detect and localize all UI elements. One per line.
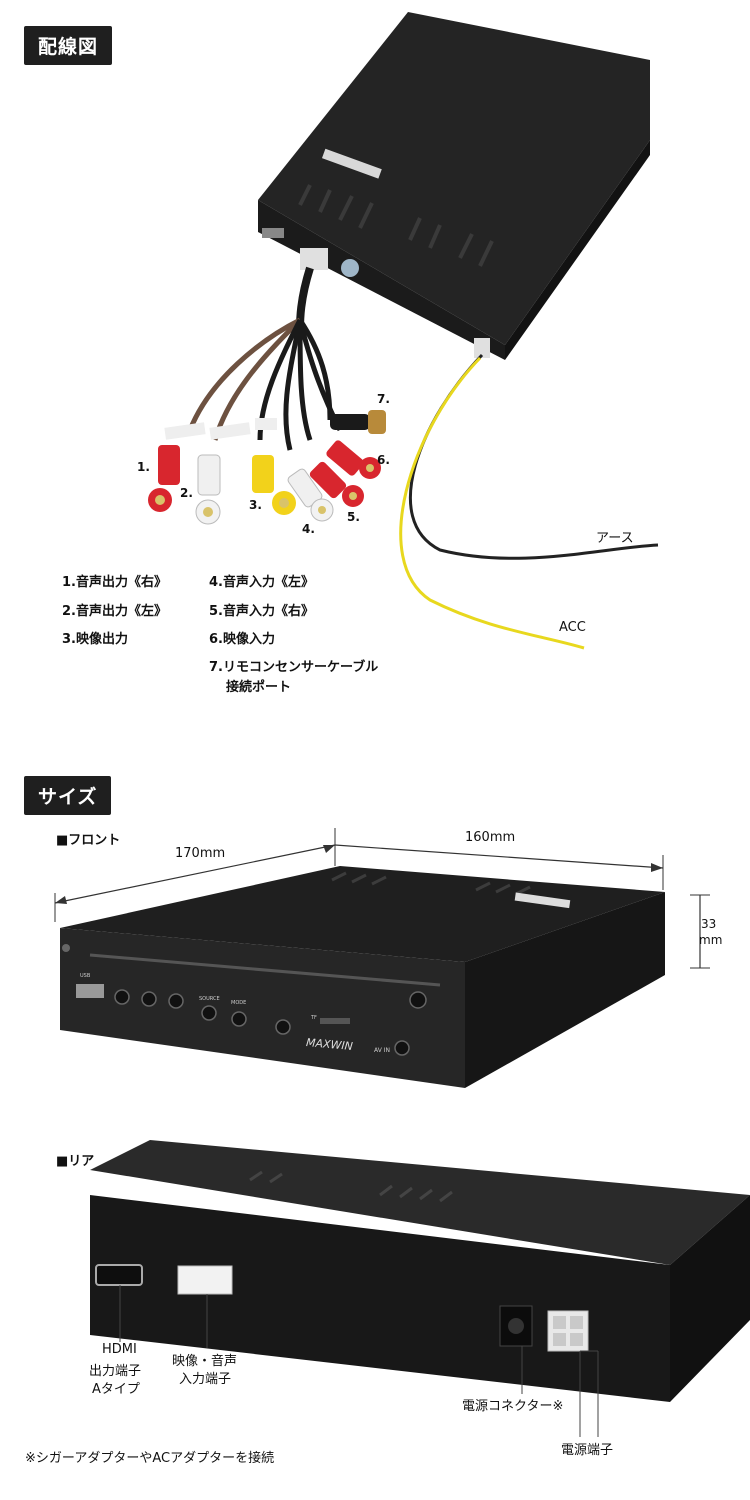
callout-3: 3. xyxy=(249,498,262,512)
source-button-label: SOURCE xyxy=(199,996,220,1002)
front-label: ■フロント xyxy=(56,833,121,848)
legend-item-2: 2.音声出力《左》 xyxy=(62,604,167,619)
callout-6: 6. xyxy=(377,453,390,467)
width-label: 170mm xyxy=(175,846,226,861)
remote-sensor-jack xyxy=(330,410,386,434)
legend-item-4: 4.音声入力《左》 xyxy=(209,575,314,590)
legend-item-6: 6.映像入力 xyxy=(209,632,275,647)
rear-panel xyxy=(90,1195,670,1402)
hdmi-port xyxy=(95,1264,143,1286)
size-section-badge: サイズ xyxy=(24,776,112,815)
callout-1: 1. xyxy=(137,460,150,474)
legend-item-1: 1.音声出力《右》 xyxy=(62,575,167,590)
rca-plug-1 xyxy=(148,445,180,512)
hdmi-label-1: HDMI xyxy=(102,1342,137,1357)
acc-label: ACC xyxy=(559,620,586,635)
rear-label: ■リア xyxy=(56,1154,95,1169)
device-top xyxy=(258,12,650,345)
legend-item-5: 5.音声入力《右》 xyxy=(209,604,314,619)
rca-plug-2 xyxy=(195,454,221,525)
footnote: ※シガーアダプターやACアダプターを接続 xyxy=(25,1451,275,1466)
callout-5: 5. xyxy=(347,510,360,524)
rca-plug-5 xyxy=(309,461,364,507)
callout-4: 4. xyxy=(302,522,315,536)
legend-item-7: 7.リモコンセンサーケーブル xyxy=(209,660,379,675)
power-terminal-label: 電源端子 xyxy=(561,1443,614,1458)
legend-item-3: 3.映像出力 xyxy=(62,632,128,647)
acc-wire xyxy=(399,356,585,650)
mode-button-label: MODE xyxy=(231,1000,247,1006)
av-input-label-2: 入力端子 xyxy=(179,1372,232,1387)
hdmi-label-3: Aタイプ xyxy=(92,1382,140,1397)
wiring-photo xyxy=(148,12,659,650)
rca-plug-4 xyxy=(287,468,334,522)
earth-label: アース xyxy=(596,531,634,546)
power-connector-label: 電源コネクター※ xyxy=(462,1399,564,1414)
av-input-label-1: 映像・音声 xyxy=(172,1354,238,1369)
hdmi-label-2: 出力端子 xyxy=(89,1364,142,1379)
tf-slot-label: TF xyxy=(311,1015,317,1021)
depth-label: 160mm xyxy=(465,830,516,845)
rca-plug-6 xyxy=(326,440,381,479)
av-input-connector xyxy=(177,1265,233,1295)
front-panel xyxy=(60,928,465,1088)
callout-7: 7. xyxy=(377,392,390,406)
av-in-label: AV IN xyxy=(374,1047,390,1054)
usb-port-label: USB xyxy=(80,973,91,979)
callout-2: 2. xyxy=(180,486,193,500)
rca-plug-3 xyxy=(252,455,296,515)
height-label-num: 33 xyxy=(701,917,717,931)
wiring-section-badge: 配線図 xyxy=(24,26,113,65)
legend-item-7-cont: 接続ポート xyxy=(226,680,292,695)
height-label-unit: mm xyxy=(699,933,723,947)
